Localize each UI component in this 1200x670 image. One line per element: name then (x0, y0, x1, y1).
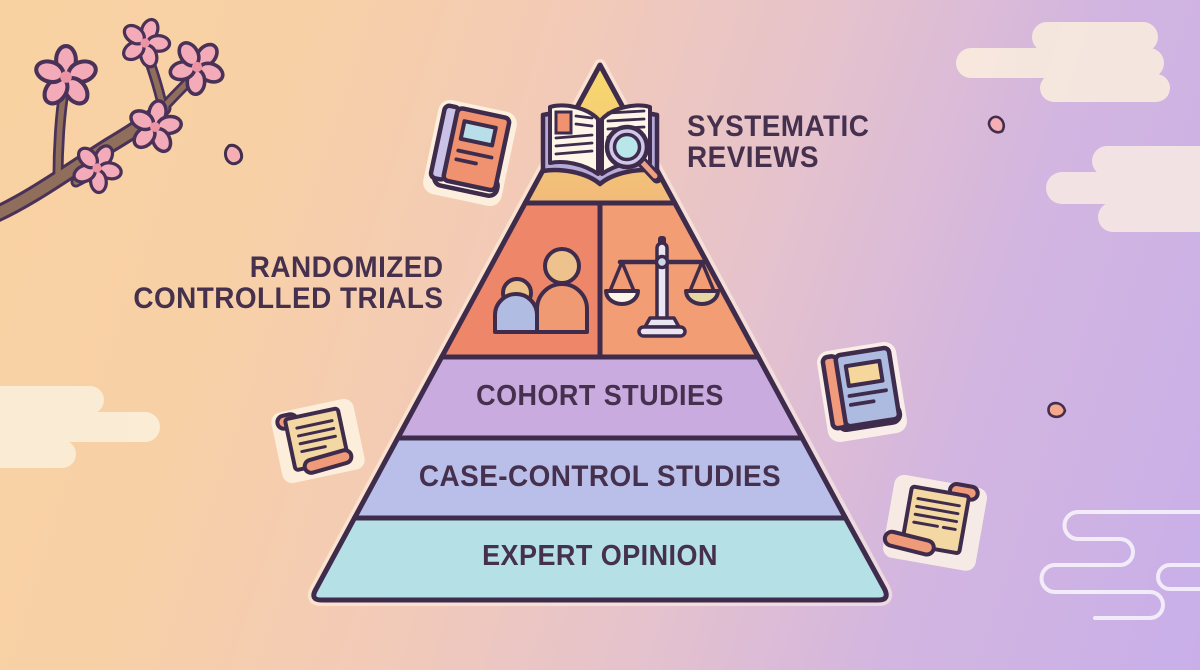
open-book-magnifier-icon (540, 103, 663, 187)
label-case-control-studies: CASE-CONTROL STUDIES (418, 460, 782, 493)
label-systematic-reviews: SYSTEMATIC REVIEWS (687, 110, 870, 175)
label-expert-opinion: EXPERT OPINION (482, 540, 718, 572)
label-randomized-controlled-trials: RANDOMIZED CONTROLLED TRIALS (132, 251, 443, 316)
scroll-icon-left (271, 398, 365, 484)
label-cohort-studies: COHORT STUDIES (476, 380, 724, 412)
magnifier-glass (604, 124, 663, 184)
blue-book-icon (817, 342, 907, 442)
cloud-left (0, 386, 160, 468)
cloud-outline-bottom-right (1039, 510, 1200, 620)
evidence-pyramid (307, 59, 893, 606)
cloud-right-edge (1046, 146, 1200, 232)
cherry-blossom-branch-icon (0, 9, 239, 222)
scroll-icon-right (882, 474, 988, 571)
level-expert-opinion (311, 515, 889, 603)
balance-scale-icon (604, 236, 720, 338)
cloud-top-right (956, 22, 1170, 102)
people-icon (493, 247, 589, 334)
orange-book-icon (423, 99, 517, 207)
